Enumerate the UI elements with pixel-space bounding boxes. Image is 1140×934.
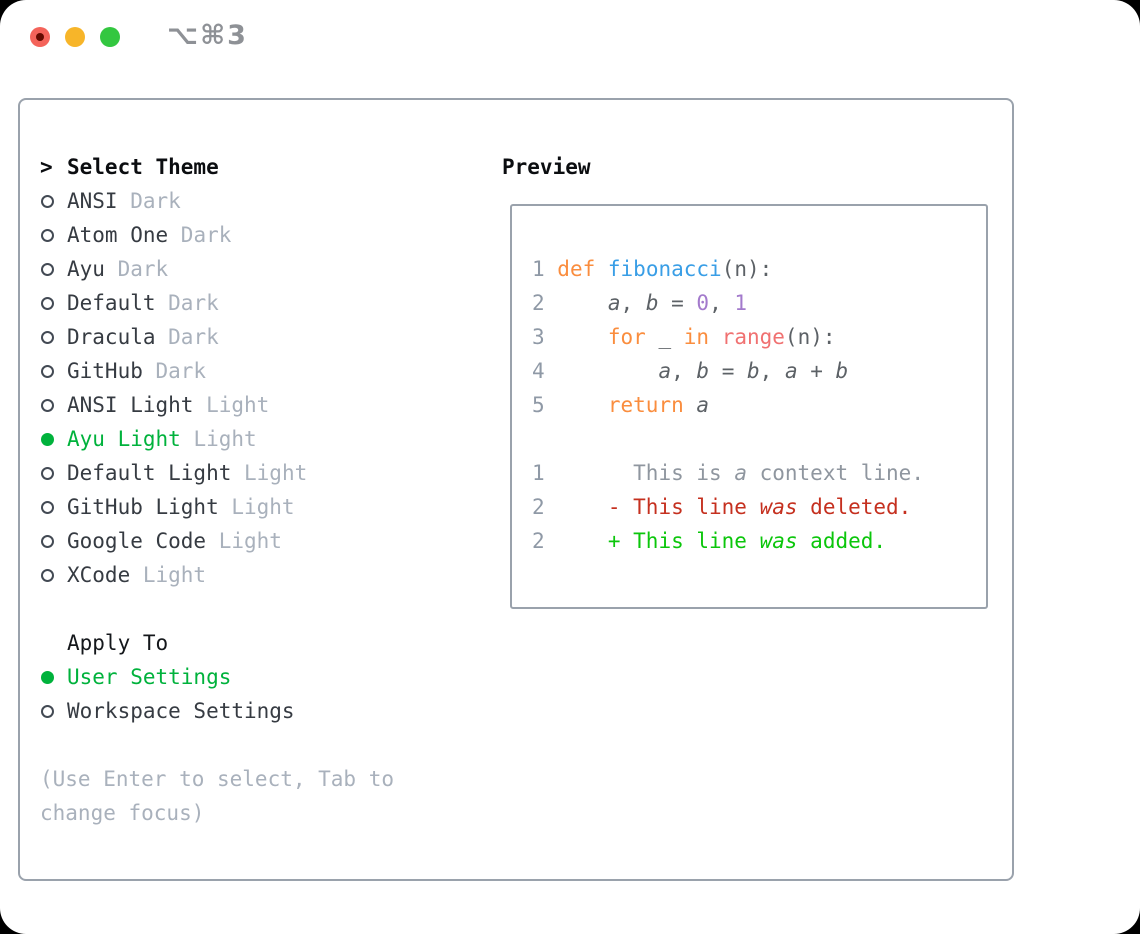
minimize-button[interactable] — [65, 27, 85, 47]
radio-icon — [41, 466, 54, 480]
item-variant-tag: Dark — [155, 325, 219, 349]
item-label: Ayu Light — [67, 427, 181, 451]
radio-icon — [41, 194, 54, 208]
prompt-caret: > — [40, 155, 53, 179]
theme-item-github-dark[interactable]: GitHub Dark — [40, 354, 490, 388]
select-theme-header: Select Theme — [67, 155, 219, 179]
hint-line-2: change focus) — [40, 801, 205, 825]
item-label: Ayu — [67, 257, 105, 281]
item-variant-tag: Light — [180, 427, 257, 451]
preview-box: 1 def fibonacci(n): 2 a, b = 0, 1 3 for _ … — [510, 204, 988, 609]
code-line: 2 - This line was deleted. — [532, 495, 912, 519]
item-label: GitHub — [67, 359, 143, 383]
spacer — [40, 592, 490, 626]
radio-selected-icon — [41, 670, 54, 684]
apply-option-workspace-settings[interactable]: Workspace Settings — [40, 694, 490, 728]
code-line: 1 This is a context line. — [532, 461, 924, 485]
apply-option-user-settings[interactable]: User Settings — [40, 660, 490, 694]
traffic-lights — [30, 27, 120, 47]
item-label: ANSI — [67, 189, 118, 213]
radio-icon — [41, 704, 54, 718]
item-label: Default Light — [67, 461, 232, 485]
theme-item-ayu-light-light[interactable]: Ayu Light Light — [40, 422, 490, 456]
titlebar: ⌥⌘3 — [0, 0, 1140, 75]
item-variant-tag: Dark — [117, 189, 181, 213]
theme-item-atom-one-dark[interactable]: Atom One Dark — [40, 218, 490, 252]
theme-item-dracula-dark[interactable]: Dracula Dark — [40, 320, 490, 354]
item-label: Workspace Settings — [67, 699, 295, 723]
radio-icon — [41, 364, 54, 378]
item-variant-tag: Light — [193, 393, 270, 417]
item-label: Default — [67, 291, 156, 315]
record-dot-icon — [36, 33, 44, 41]
code-line: 2 + This line was added. — [532, 529, 887, 553]
radio-icon — [41, 398, 54, 412]
theme-item-ansi-dark[interactable]: ANSI Dark — [40, 184, 490, 218]
select-theme-header-row: > Select Theme — [40, 150, 490, 184]
item-label: Google Code — [67, 529, 207, 553]
code-line: 3 for _ in range(n): — [532, 325, 836, 349]
item-variant-tag: Light — [231, 461, 308, 485]
item-variant-tag: Dark — [142, 359, 207, 383]
radio-icon — [41, 262, 54, 276]
item-variant-tag: Light — [130, 563, 207, 587]
theme-item-google-code-light[interactable]: Google Code Light — [40, 524, 490, 558]
radio-icon — [41, 228, 54, 242]
theme-item-default-light-light[interactable]: Default Light Light — [40, 456, 490, 490]
radio-icon — [41, 534, 54, 548]
radio-icon — [41, 330, 54, 344]
item-label: Atom One — [67, 223, 169, 247]
item-label: XCode — [67, 563, 131, 587]
hint-line-1: (Use Enter to select, Tab to — [40, 767, 395, 791]
radio-icon — [41, 500, 54, 514]
item-variant-tag: Light — [218, 495, 295, 519]
spacer — [40, 728, 490, 762]
item-label: Dracula — [67, 325, 156, 349]
close-button[interactable] — [30, 27, 50, 47]
code-preview: 1 def fibonacci(n): 2 a, b = 0, 1 3 for _ … — [512, 206, 986, 558]
theme-item-ansi-light-light[interactable]: ANSI Light Light — [40, 388, 490, 422]
item-variant-tag: Light — [206, 529, 282, 553]
code-line: 2 a, b = 0, 1 — [532, 291, 748, 315]
item-variant-tag: Dark — [104, 257, 169, 281]
code-line: 1 def fibonacci(n): — [532, 257, 773, 281]
item-label: User Settings — [67, 665, 232, 689]
code-line: 4 a, b = b, a + b — [532, 359, 849, 383]
item-variant-tag: Dark — [168, 223, 232, 247]
theme-item-github-light-light[interactable]: GitHub Light Light — [40, 490, 490, 524]
code-line: 5 return a — [532, 393, 710, 417]
theme-item-default-dark[interactable]: Default Dark — [40, 286, 490, 320]
preview-header: Preview — [502, 155, 591, 179]
apply-to-header: Apply To — [67, 631, 169, 655]
code-line — [532, 422, 986, 456]
item-label: GitHub Light — [67, 495, 219, 519]
radio-icon — [41, 296, 54, 310]
apply-to-header-row: Apply To — [40, 626, 490, 660]
item-label: ANSI Light — [67, 393, 194, 417]
radio-selected-icon — [41, 432, 54, 446]
theme-item-ayu-dark[interactable]: Ayu Dark — [40, 252, 490, 286]
theme-item-xcode-light[interactable]: XCode Light — [40, 558, 490, 592]
item-variant-tag: Dark — [155, 291, 219, 315]
window-title: ⌥⌘3 — [167, 20, 248, 51]
zoom-button[interactable] — [100, 27, 120, 47]
radio-icon — [41, 568, 54, 582]
